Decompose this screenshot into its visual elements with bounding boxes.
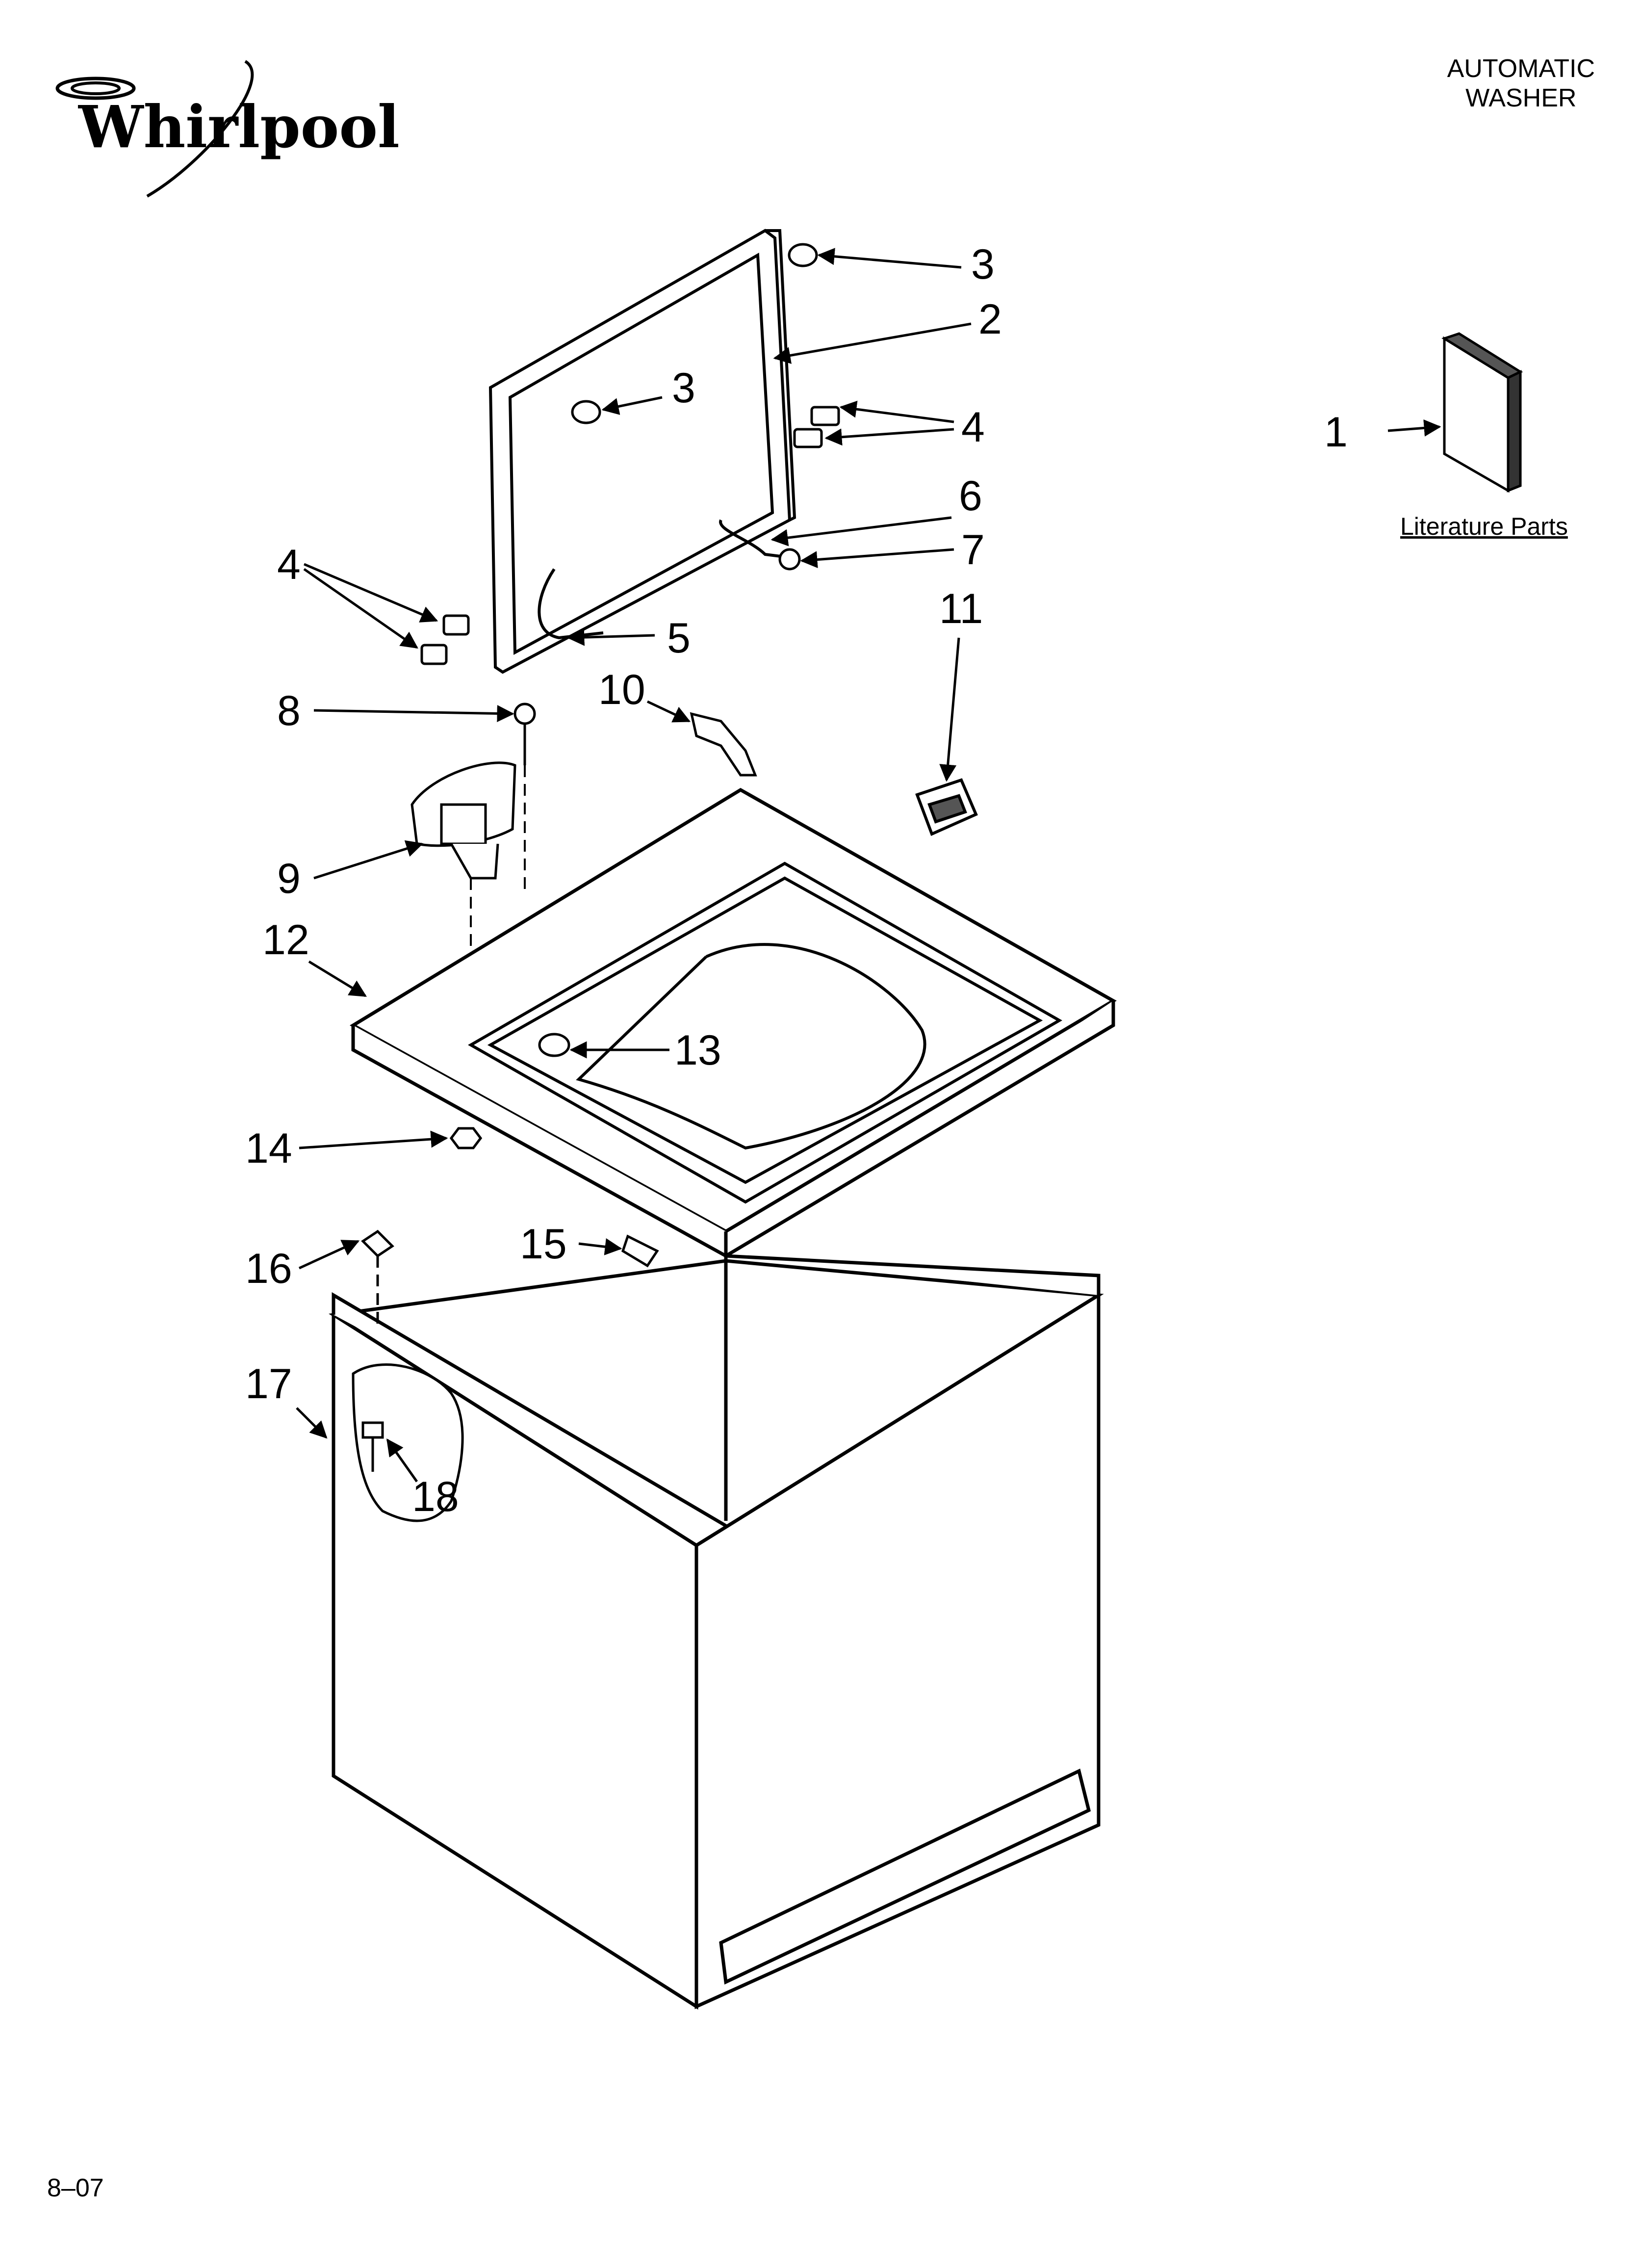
callout-3-left: 3 — [672, 365, 695, 412]
lid-switch-screw — [513, 703, 536, 765]
literature-parts-book — [1441, 332, 1523, 493]
callout-4-left: 4 — [277, 541, 301, 588]
callout-16: 16 — [245, 1245, 292, 1292]
callout-14: 14 — [245, 1125, 292, 1172]
lid-strike — [915, 778, 978, 836]
lid-hinges — [538, 519, 785, 640]
cabinet-cutaway — [352, 1363, 464, 1522]
dispenser-cap — [538, 1033, 570, 1057]
callout-2: 2 — [978, 296, 1002, 343]
revision-code: 8–07 — [47, 2174, 104, 2202]
hinge-bolts-left — [420, 614, 470, 665]
callout-17: 17 — [245, 1360, 292, 1408]
washer-lid — [488, 229, 796, 674]
harness-clip — [690, 712, 757, 777]
top-panel — [350, 787, 1117, 1259]
nut — [449, 1127, 483, 1149]
cabinet — [329, 1254, 1104, 2010]
callout-18: 18 — [412, 1473, 459, 1520]
callout-6: 6 — [959, 472, 982, 520]
hinge-nut — [778, 548, 801, 571]
title-line-2: WASHER — [1465, 84, 1577, 112]
diagram-title: AUTOMATIC WASHER — [1447, 54, 1595, 113]
callout-labels: 1 2 3 3 4 4 5 6 7 8 10 11 9 12 13 14 15 … — [245, 241, 1348, 1520]
callout-1: 1 — [1324, 409, 1348, 456]
callout-11: 11 — [939, 585, 983, 632]
callout-7: 7 — [961, 526, 985, 574]
callout-9: 9 — [277, 855, 301, 902]
callout-12: 12 — [262, 916, 309, 964]
callout-15: 15 — [520, 1221, 567, 1268]
callout-5: 5 — [667, 615, 691, 662]
whirlpool-logo: Whirlpool — [55, 60, 400, 198]
leader-lines — [296, 248, 1441, 1483]
callout-13: 13 — [674, 1027, 721, 1074]
callout-4-right: 4 — [961, 404, 985, 451]
top-panel-opening — [467, 861, 1063, 1204]
literature-parts-label: Literature Parts — [1400, 513, 1568, 540]
callout-10: 10 — [598, 666, 645, 713]
lid-switch — [410, 761, 516, 880]
hinge-bolts-right — [793, 406, 840, 448]
clip-16 — [361, 1229, 394, 1330]
logo-wordmark: Whirlpool — [77, 93, 400, 161]
callout-8: 8 — [277, 687, 301, 734]
title-line-1: AUTOMATIC — [1447, 54, 1595, 83]
screw-15 — [621, 1234, 659, 1268]
lid-bumpers — [571, 243, 818, 424]
callout-3-top: 3 — [971, 241, 995, 288]
